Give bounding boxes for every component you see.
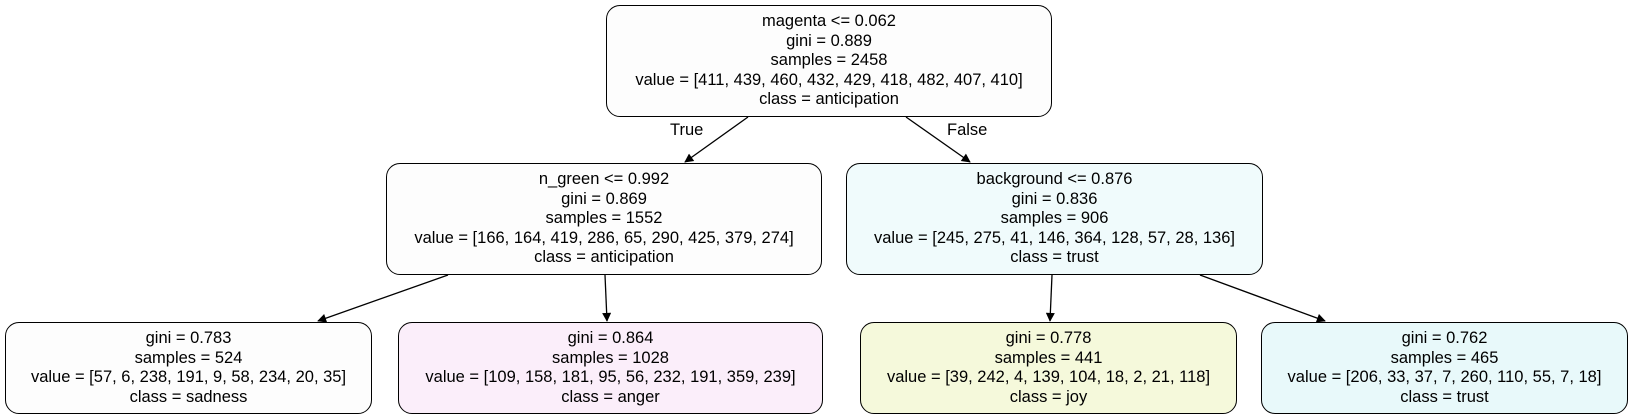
- edge-left-lr: [602, 274, 612, 322]
- node-line: value = [109, 158, 181, 95, 56, 232, 191…: [425, 368, 796, 386]
- node-line: value = [57, 6, 238, 191, 9, 58, 234, 20…: [30, 368, 347, 386]
- edge-right-rl: [1045, 274, 1055, 322]
- node-line: n_green <= 0.992: [538, 170, 670, 189]
- node-line: samples = 1028: [552, 348, 669, 367]
- node-line: magenta <= 0.062: [762, 12, 896, 31]
- node-line: gini = 0.762: [1401, 329, 1488, 347]
- node-line: class = trust: [1010, 248, 1099, 267]
- node-right-left: gini = 0.778 samples = 441 value = [39, …: [860, 322, 1237, 414]
- edge-root-right: [905, 116, 971, 163]
- node-root: magenta <= 0.062 gini = 0.889 samples = …: [606, 5, 1052, 117]
- node-line: samples = 906: [1000, 209, 1109, 228]
- node-line: class = sadness: [129, 387, 248, 406]
- node-line: samples = 524: [134, 348, 243, 367]
- node-line: class = trust: [1400, 387, 1489, 406]
- edge-right-rr: [1199, 274, 1326, 323]
- node-left-right: gini = 0.864 samples = 1028 value = [109…: [398, 322, 823, 414]
- node-line: samples = 441: [994, 348, 1103, 367]
- edge-label-false: False: [947, 121, 988, 139]
- edge-label-true: True: [670, 121, 704, 139]
- node-line: class = joy: [1009, 387, 1088, 406]
- edge-root-left: [684, 116, 749, 163]
- node-left-left: gini = 0.783 samples = 524 value = [57, …: [5, 322, 372, 414]
- node-line: gini = 0.783: [145, 329, 232, 347]
- node-line: class = anger: [561, 387, 660, 406]
- node-line: samples = 465: [1390, 348, 1499, 367]
- node-line: background <= 0.876: [976, 170, 1133, 189]
- node-line: value = [39, 242, 4, 139, 104, 18, 2, 21…: [886, 368, 1211, 386]
- node-line: gini = 0.869: [561, 189, 647, 208]
- node-left: n_green <= 0.992 gini = 0.869 samples = …: [386, 163, 822, 275]
- edge-left-ll: [317, 274, 449, 323]
- node-line: gini = 0.778: [1005, 329, 1092, 347]
- node-line: samples = 2458: [770, 51, 888, 70]
- node-line: samples = 1552: [545, 209, 663, 228]
- node-line: gini = 0.864: [567, 329, 654, 347]
- node-line: value = [166, 164, 419, 286, 65, 290, 42…: [414, 228, 794, 247]
- node-line: gini = 0.889: [786, 31, 872, 50]
- node-line: class = anticipation: [759, 90, 899, 109]
- node-line: value = [245, 275, 41, 146, 364, 128, 57…: [873, 228, 1235, 247]
- node-line: value = [206, 33, 37, 7, 260, 110, 55, 7…: [1287, 368, 1602, 386]
- node-line: gini = 0.836: [1011, 189, 1098, 208]
- node-line: value = [411, 439, 460, 432, 429, 418, 4…: [635, 70, 1023, 89]
- node-right-right: gini = 0.762 samples = 465 value = [206,…: [1261, 322, 1628, 414]
- node-right: background <= 0.876 gini = 0.836 samples…: [846, 163, 1263, 275]
- node-line: class = anticipation: [534, 248, 674, 267]
